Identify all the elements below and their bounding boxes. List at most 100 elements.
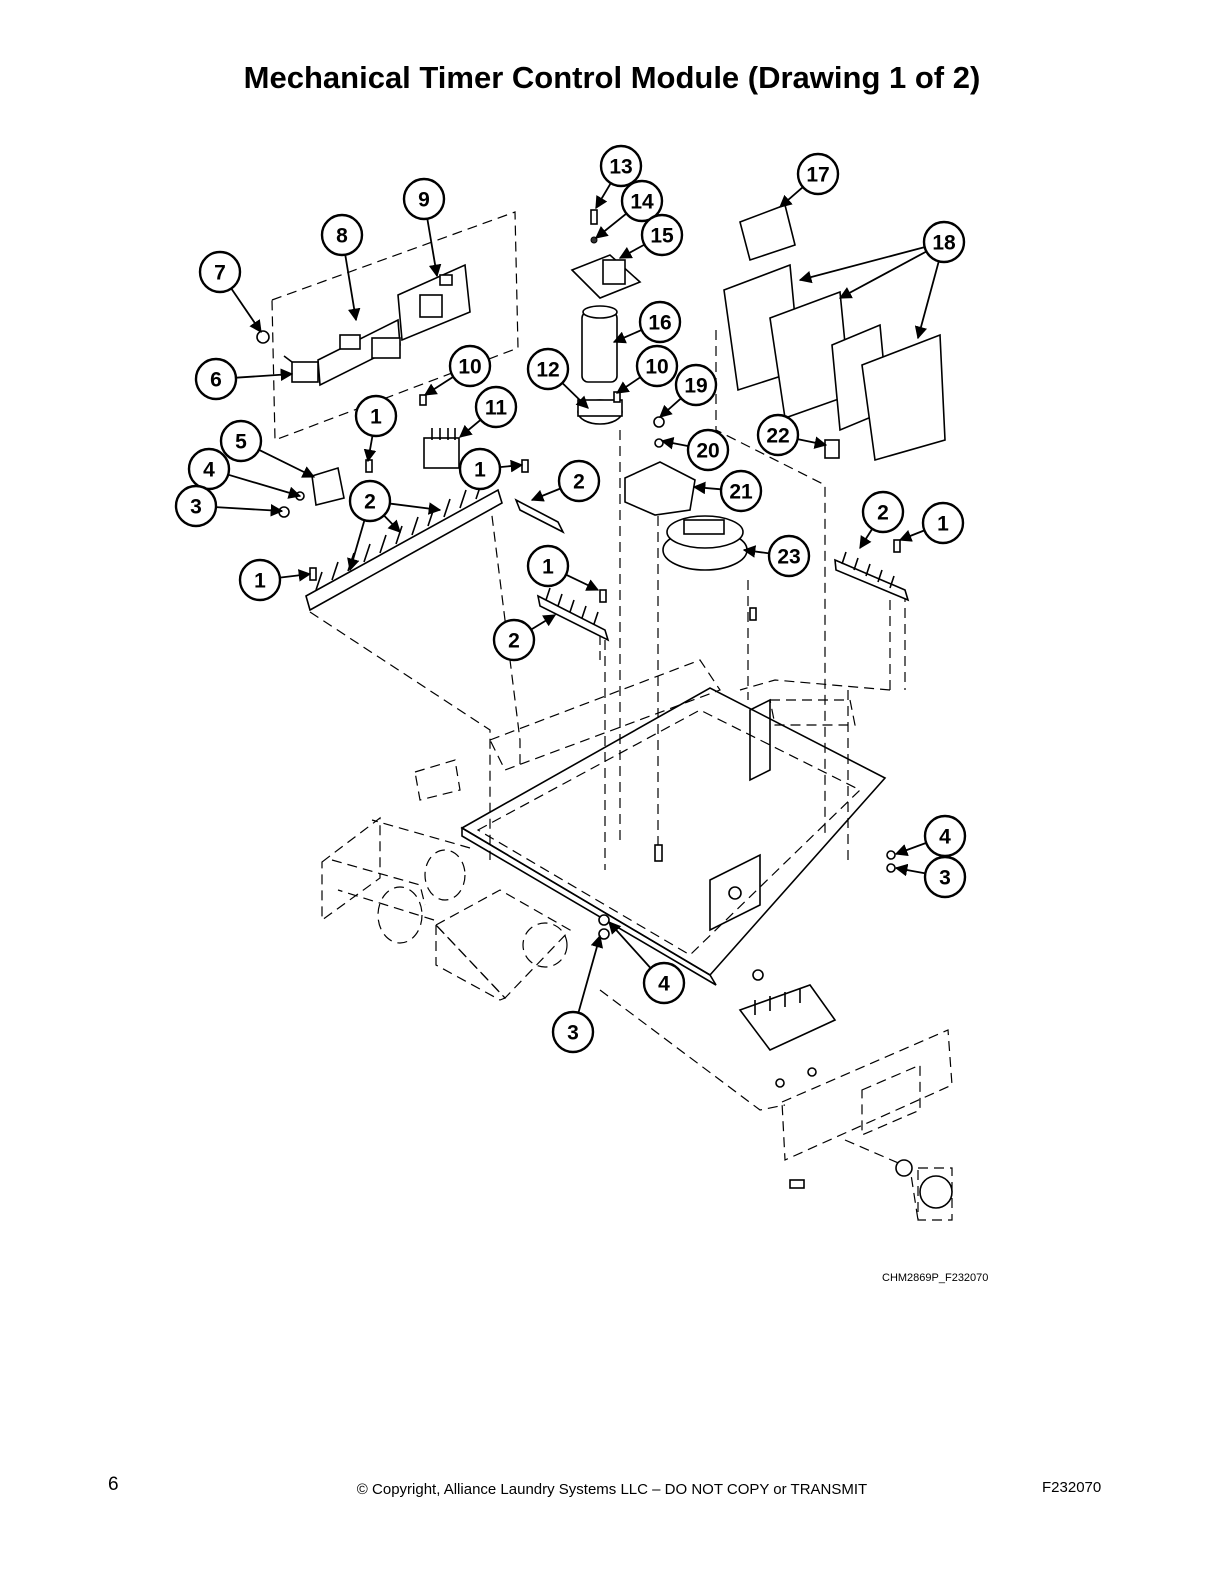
callout-circle (599, 144, 643, 188)
leader-line (426, 218, 442, 278)
part-timer-module-21-23 (624, 416, 748, 571)
callout-label: 1 (474, 459, 486, 482)
callout-circle (354, 394, 398, 438)
leader-line (838, 250, 927, 299)
callout-11: 11 (474, 385, 518, 429)
callout-6: 6 (194, 357, 238, 401)
callout-label: 18 (932, 232, 956, 255)
leader-line (894, 842, 927, 857)
drawing-code: CHM2869P_F232070 (882, 1272, 989, 1284)
callout-label: 23 (777, 546, 800, 569)
callout-circle (620, 179, 664, 223)
callout-circle (174, 484, 218, 528)
callout-circle (492, 618, 536, 662)
leader-line (779, 186, 804, 208)
leader-line (258, 449, 316, 478)
callout-label: 20 (696, 440, 719, 463)
callout-label: 14 (630, 191, 654, 214)
callout-circle (402, 177, 446, 221)
leader-line (798, 246, 925, 284)
part-capacitor-clamp-12 (419, 391, 623, 425)
callout-circle (320, 213, 364, 257)
callout-7: 7 (198, 250, 242, 294)
leader-line (347, 519, 366, 572)
leader-line (530, 614, 557, 631)
leader-line (742, 545, 770, 558)
callout-3: 3 (174, 484, 218, 528)
callout-circle (219, 419, 263, 463)
leader-line (692, 481, 722, 495)
callout-label: 9 (418, 189, 430, 212)
callout-circle (194, 357, 238, 401)
callout-2: 2 (861, 490, 905, 534)
leader-line (859, 528, 873, 550)
callout-label: 22 (766, 425, 789, 448)
callout-16: 16 (638, 300, 682, 344)
callout-circle (922, 220, 966, 264)
callout-22: 22 (756, 413, 800, 457)
callout-1: 1 (526, 544, 570, 588)
callout-label: 4 (658, 973, 670, 996)
part-circuit-boards (317, 263, 471, 387)
leader-line (608, 921, 652, 969)
callout-21: 21 (719, 469, 763, 513)
leader-line (230, 288, 262, 334)
leader-line (612, 329, 643, 344)
leader-line (615, 376, 641, 394)
callout-label: 10 (645, 356, 668, 379)
callout-2: 2 (492, 618, 536, 662)
callout-label: 5 (235, 431, 247, 454)
callout-label: 7 (214, 262, 226, 285)
callout-circle (674, 363, 718, 407)
leader-line (499, 459, 524, 473)
leader-line (595, 182, 612, 210)
callout-circle (198, 250, 242, 294)
callout-label: 2 (508, 630, 520, 653)
callout-10: 10 (448, 344, 492, 388)
leader-line (797, 436, 828, 449)
callout-circle (526, 544, 570, 588)
leader-line (459, 419, 482, 438)
callout-circle (861, 490, 905, 534)
callout-label: 6 (210, 369, 222, 392)
leader-line (215, 504, 284, 517)
callout-9: 9 (402, 177, 446, 221)
callout-label: 21 (729, 481, 753, 504)
leader-line (235, 368, 294, 382)
leader-line (279, 569, 312, 582)
callout-20: 20 (686, 428, 730, 472)
callout-label: 4 (203, 459, 215, 482)
form-number: F232070 (1042, 1479, 1102, 1496)
callout-circle (474, 385, 518, 429)
callout-8: 8 (320, 213, 364, 257)
callout-circle (921, 501, 965, 545)
callout-label: 19 (684, 375, 707, 398)
callout-circle (796, 152, 840, 196)
callout-label: 1 (937, 513, 949, 536)
leader-line (659, 397, 682, 418)
leader-lines (215, 182, 940, 1013)
callout-12: 12 (526, 347, 570, 391)
callout-label: 8 (336, 225, 348, 248)
callout-label: 12 (536, 359, 559, 382)
callout-3: 3 (551, 1010, 595, 1054)
leader-line (660, 436, 689, 450)
callout-circle (635, 344, 679, 388)
callout-label: 3 (190, 496, 202, 519)
callout-circle (526, 347, 570, 391)
leader-line (561, 382, 589, 409)
callout-label: 3 (567, 1022, 579, 1045)
leader-line (894, 863, 926, 877)
leader-line (227, 473, 302, 499)
leader-line (577, 934, 603, 1013)
copyright-notice: © Copyright, Alliance Laundry Systems LL… (356, 1481, 868, 1498)
callout-17: 17 (796, 152, 840, 196)
callout-4: 4 (923, 814, 967, 858)
part-relay-socket-15 (570, 209, 642, 299)
callout-label: 1 (370, 406, 382, 429)
chassis-plate (414, 659, 887, 986)
callout-14: 14 (620, 179, 664, 223)
callout-2: 2 (557, 459, 601, 503)
callout-label: 16 (648, 312, 671, 335)
